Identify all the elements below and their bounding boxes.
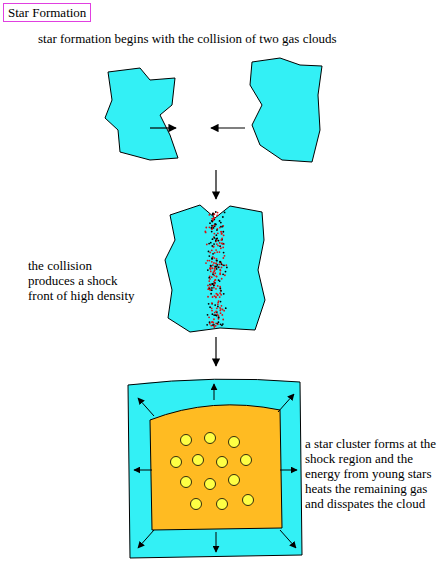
gas-cloud bbox=[105, 68, 178, 160]
shock-front bbox=[204, 211, 227, 328]
note-label: star formation begins with the collision… bbox=[38, 31, 438, 46]
note-label: the collision produces a shock front of … bbox=[28, 258, 138, 303]
dispersal-arrows bbox=[134, 384, 297, 552]
title: Star Formation bbox=[3, 3, 91, 22]
motion-arrow bbox=[150, 127, 176, 128]
heated-region bbox=[150, 405, 282, 530]
merged-cloud bbox=[165, 205, 265, 332]
step-arrow bbox=[215, 170, 216, 199]
gas-cloud bbox=[250, 58, 322, 162]
note-label: a star cluster forms at the shock region… bbox=[305, 436, 439, 511]
step-arrow bbox=[215, 337, 216, 366]
remaining-gas bbox=[128, 379, 302, 558]
motion-arrow bbox=[211, 127, 245, 128]
star-cluster bbox=[171, 433, 254, 510]
